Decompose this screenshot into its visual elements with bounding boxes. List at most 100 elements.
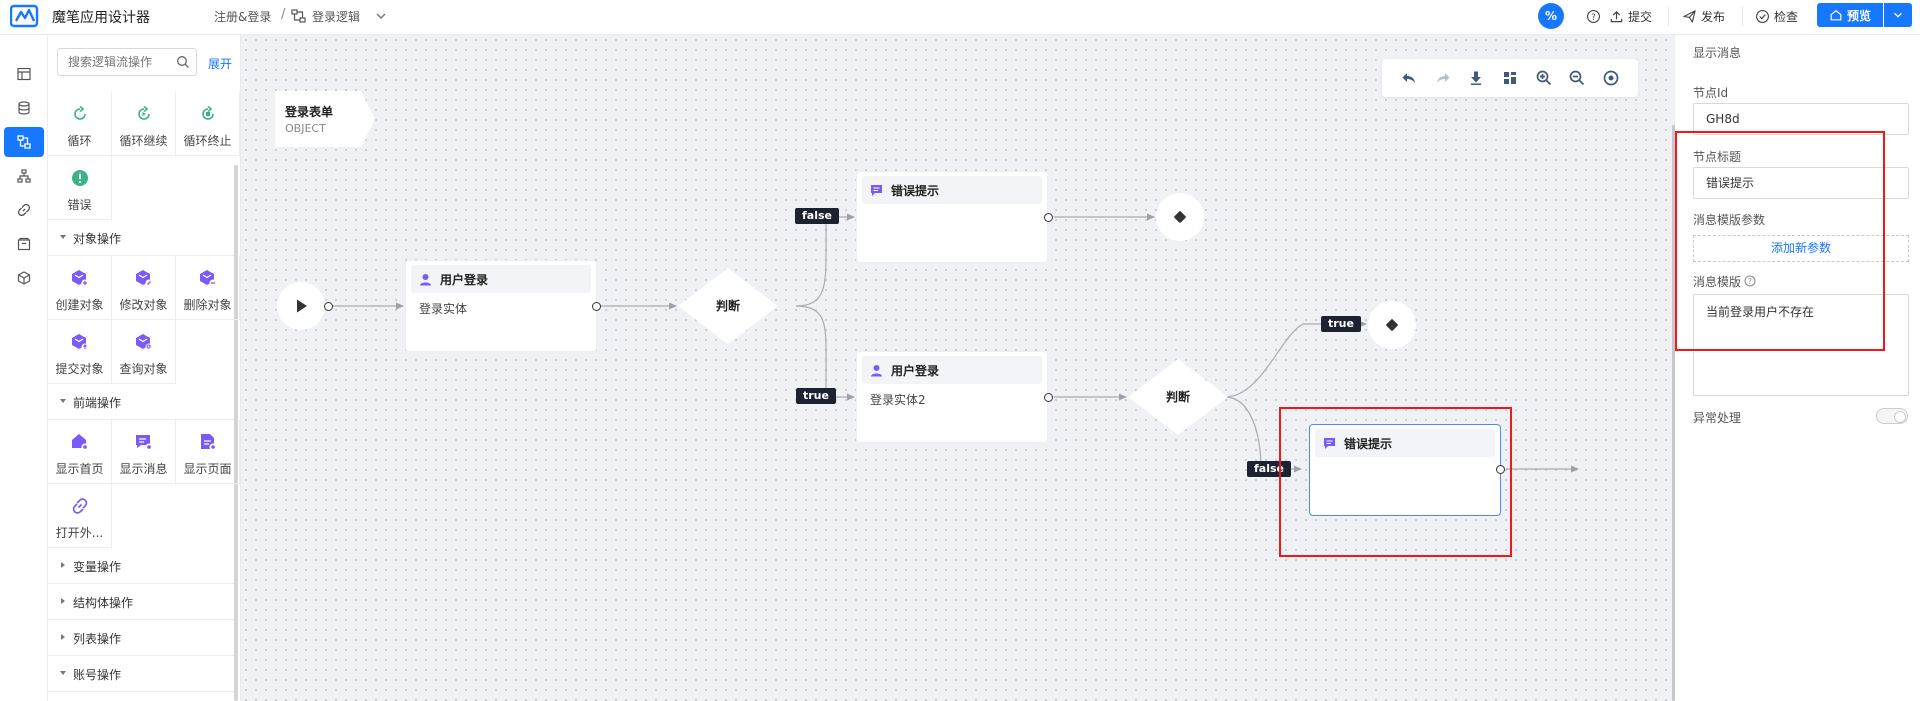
node-error-tip-2[interactable]: 错误提示: [1309, 424, 1501, 516]
message-template-textarea[interactable]: 当前登录用户不存在: [1693, 294, 1909, 396]
show-page-icon: [200, 434, 216, 451]
form-tag-title: 登录表单: [285, 105, 334, 119]
node-title-field[interactable]: 错误提示: [1693, 167, 1909, 199]
rail-package-button[interactable]: [4, 263, 44, 293]
palette-search-box[interactable]: [57, 48, 197, 76]
palette-item-create-object[interactable]: 创建对象: [48, 256, 112, 320]
help-circle-icon[interactable]: ?: [1744, 275, 1756, 287]
zoom-out-icon[interactable]: [1568, 69, 1586, 87]
palette-scrollbar[interactable]: [234, 165, 238, 701]
palette-item-delete-object[interactable]: 删除对象: [176, 256, 240, 320]
loop-stop-icon: [201, 105, 214, 120]
undo-icon[interactable]: [1400, 69, 1418, 87]
archive-icon: [17, 237, 31, 251]
start-output-port[interactable]: [324, 302, 333, 311]
search-input[interactable]: [68, 49, 180, 75]
user-login-icon: [871, 365, 882, 377]
palette-item-submit-object[interactable]: 提交对象: [48, 320, 112, 384]
check-button[interactable]: 检查: [1755, 4, 1798, 28]
node-output-port[interactable]: [1496, 465, 1505, 474]
add-param-button[interactable]: 添加新参数: [1693, 235, 1909, 262]
palette-item-label: 显示消息: [119, 462, 168, 476]
rail-logic-button[interactable]: [4, 127, 44, 157]
exception-handling-toggle[interactable]: [1876, 408, 1908, 424]
expand-all-link[interactable]: 展开: [208, 57, 233, 71]
panel-title: 显示消息: [1693, 46, 1742, 60]
publish-label: 发布: [1701, 9, 1726, 24]
palette-item-label: 循环继续: [119, 134, 168, 148]
breadcrumb-project[interactable]: 注册&登录: [214, 10, 272, 24]
end-node-2[interactable]: [1368, 301, 1416, 349]
toolbar-divider: [1668, 7, 1669, 26]
auto-layout-icon[interactable]: [1501, 69, 1519, 87]
palette-item-update-object[interactable]: 修改对象: [112, 256, 176, 320]
palette-item-label: 显示首页: [55, 462, 104, 476]
breadcrumb-current[interactable]: 登录逻辑: [312, 10, 361, 24]
check-circle-icon: [1756, 9, 1769, 23]
start-node[interactable]: [277, 282, 325, 330]
app-logo-icon: [10, 4, 39, 28]
caret-right-icon: [61, 634, 65, 640]
rail-data-button[interactable]: [4, 93, 44, 123]
preview-label: 预览: [1846, 8, 1871, 23]
palette-item-loop[interactable]: 循环: [48, 92, 112, 156]
category-variable-ops[interactable]: 变量操作: [48, 548, 234, 584]
preview-button[interactable]: 预览: [1817, 3, 1883, 27]
submit-button[interactable]: 提交: [1609, 4, 1652, 28]
rail-components-button[interactable]: [4, 229, 44, 259]
palette-item-label: 显示页面: [183, 462, 232, 476]
toolbar-divider: [1742, 7, 1743, 26]
message-params-label: 消息模版参数: [1693, 213, 1766, 227]
palette-item-show-page[interactable]: 显示页面: [176, 420, 240, 484]
category-account-ops[interactable]: 账号操作: [48, 656, 234, 692]
node-user-login-1[interactable]: 用户登录 登录实体: [405, 260, 597, 352]
end-diamond-icon: [1174, 211, 1186, 223]
palette-item-open-external[interactable]: 打开外...: [48, 484, 112, 548]
download-icon[interactable]: [1467, 69, 1485, 87]
palette-item-label: 提交对象: [55, 362, 104, 376]
palette-item-loop-continue[interactable]: 循环继续: [112, 92, 176, 156]
rail-pages-button[interactable]: [4, 59, 44, 89]
rail-structure-button[interactable]: [4, 161, 44, 191]
rail-integration-button[interactable]: [4, 195, 44, 225]
end-node-1[interactable]: [1156, 193, 1204, 241]
preview-dropdown-button[interactable]: [1884, 3, 1912, 27]
node-id-field[interactable]: GH8d: [1693, 103, 1909, 135]
palette-item-label: 错误: [67, 198, 92, 212]
palette-item-show-message[interactable]: 显示消息: [112, 420, 176, 484]
svg-text:?: ?: [1591, 11, 1595, 21]
node-output-port[interactable]: [1044, 213, 1053, 222]
category-list-ops[interactable]: 列表操作: [48, 620, 234, 656]
form-object-tag[interactable]: 登录表单 OBJECT: [275, 91, 375, 147]
node-body: 登录实体2: [870, 393, 926, 407]
database-icon: [18, 101, 30, 115]
redo-icon[interactable]: [1434, 69, 1452, 87]
zoom-in-icon[interactable]: [1535, 69, 1553, 87]
form-tag-subtitle: OBJECT: [285, 122, 326, 135]
category-struct-ops[interactable]: 结构体操作: [48, 584, 234, 620]
flow-canvas[interactable]: 登录表单 OBJECT 用户登录 登录实体 判断 false true 错误提示: [241, 35, 1675, 701]
submit-label: 提交: [1628, 9, 1653, 24]
category-object-ops[interactable]: 对象操作: [48, 220, 234, 256]
top-bar: 魔笔应用设计器 注册&登录 / 登录逻辑 % ? 提交 发布 检查 预览: [0, 0, 1920, 35]
search-icon[interactable]: [176, 55, 190, 69]
node-error-tip-1[interactable]: 错误提示: [856, 171, 1048, 263]
node-output-port[interactable]: [1044, 393, 1053, 402]
palette-item-show-home[interactable]: 显示首页: [48, 420, 112, 484]
chevron-down-icon[interactable]: [374, 9, 388, 23]
help-button[interactable]: ?: [1586, 4, 1601, 28]
publish-button[interactable]: 发布: [1682, 4, 1725, 28]
palette-item-error[interactable]: 错误: [48, 156, 112, 220]
loop-icon: [73, 105, 86, 120]
node-title-label: 节点标题: [1693, 150, 1742, 164]
canvas-scrollbar[interactable]: [1672, 125, 1675, 701]
percent-badge[interactable]: %: [1538, 3, 1564, 29]
show-message-icon: [1324, 438, 1335, 449]
node-user-login-2[interactable]: 用户登录 登录实体2: [856, 351, 1048, 443]
node-output-port[interactable]: [592, 302, 601, 311]
submit-object-icon: [71, 334, 88, 351]
palette-item-query-object[interactable]: 查询对象: [112, 320, 176, 384]
category-frontend-ops[interactable]: 前端操作: [48, 384, 234, 420]
palette-item-loop-stop[interactable]: 循环终止: [176, 92, 240, 156]
reset-view-icon[interactable]: [1602, 69, 1620, 87]
